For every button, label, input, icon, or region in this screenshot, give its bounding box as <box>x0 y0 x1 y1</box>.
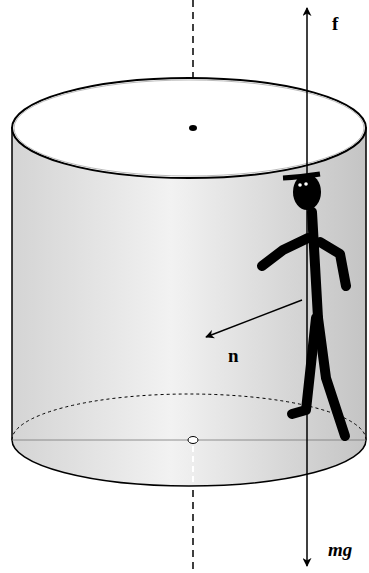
rotation-axis <box>192 490 194 573</box>
axis-dot <box>189 125 197 131</box>
top-rim <box>12 78 366 178</box>
normal-arrow <box>206 300 302 337</box>
cylinder-wall <box>12 128 366 486</box>
weight-arrow <box>306 300 308 566</box>
stick-figure <box>262 212 346 436</box>
figure-eye <box>304 182 308 186</box>
axis-hub <box>188 437 198 444</box>
figure-head <box>293 174 321 210</box>
force-label: n <box>228 346 239 365</box>
axis-inside <box>192 446 194 484</box>
force-label: mg <box>328 540 352 559</box>
force-label: f <box>332 14 338 33</box>
top-rim-inner <box>14 80 364 176</box>
figure-eye <box>298 183 302 187</box>
friction-arrow <box>306 8 308 300</box>
floor-rim-back <box>12 394 366 440</box>
